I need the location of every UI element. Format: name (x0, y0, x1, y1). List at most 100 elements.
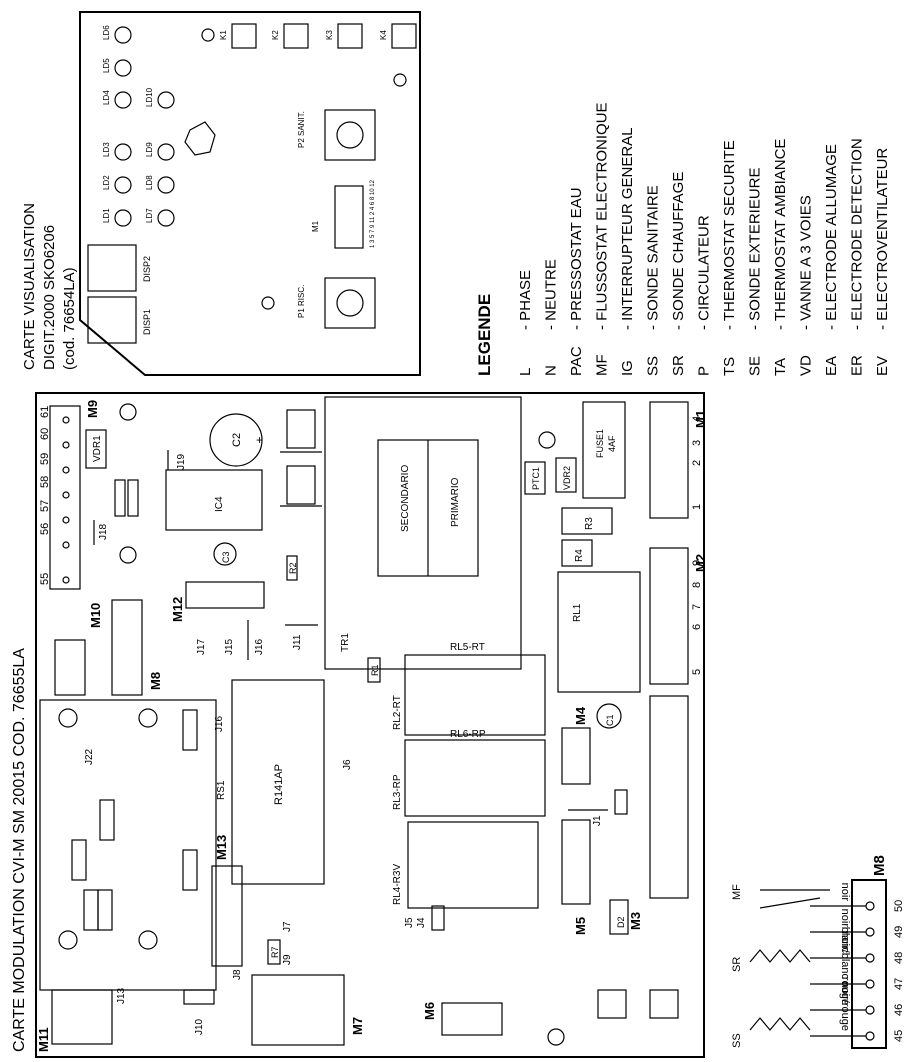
legend-description: - PHASE (517, 270, 534, 330)
vdr1 (85, 429, 107, 469)
legend-description: - ELECTROVENTILATEUR (874, 148, 891, 330)
j11-label: J11 (292, 634, 303, 650)
j7-label: J7 (282, 921, 293, 932)
r4-label: R4 (574, 549, 585, 562)
rl3-label: RL3-RP (392, 774, 403, 810)
rl5-relay (404, 654, 546, 736)
resistor (127, 479, 139, 517)
key-k3-button[interactable] (337, 23, 363, 49)
m2-pin-5: 5 (691, 669, 703, 675)
m8-pin-terminal (865, 901, 875, 911)
legend-description: - SONDE EXTERIEURE (747, 167, 764, 330)
m1-pin-1: 1 (691, 504, 703, 510)
j10-label: J10 (194, 1018, 205, 1035)
m8-pin-number: 47 (893, 978, 905, 990)
m3-connector (649, 695, 689, 899)
pot-risc-label: P1 RISC. (297, 285, 306, 318)
ld6-label: LD6 (102, 25, 111, 40)
m1-pin-4: 4 (691, 416, 703, 422)
m3-label: M3 (628, 912, 643, 930)
sub-board (39, 699, 217, 991)
mount-hole (119, 403, 137, 421)
legend-code: L (517, 368, 534, 376)
m13-connector (211, 865, 243, 967)
pot-risc-knob[interactable] (324, 277, 376, 329)
transformer-tr1 (324, 396, 522, 670)
ld10-label: LD10 (145, 87, 154, 107)
m12-connector (185, 581, 265, 609)
r2-resistor (286, 555, 298, 581)
sr-sensor-label: SR (731, 957, 743, 972)
legend-code: P (696, 366, 713, 376)
r7-resistor (267, 939, 281, 965)
modulation-board: CARTE MODULATION CVI-M SM 20015 COD. 766… (11, 392, 708, 1058)
m8-wire-color: rouge (839, 977, 851, 1005)
m9-connector (49, 405, 81, 590)
mount-hole (58, 930, 78, 950)
mount-hole (393, 73, 407, 87)
ld5-label: LD5 (102, 58, 111, 73)
disp2-label: DISP2 (142, 256, 152, 282)
ld3-label: LD3 (102, 142, 111, 157)
m8-pin-terminal (865, 927, 875, 937)
j9-label: J9 (282, 954, 293, 965)
r3-resistor (561, 507, 613, 535)
pot-sanit-knob[interactable] (324, 109, 376, 161)
key-k2-button[interactable] (283, 23, 309, 49)
display-m1-connector (334, 185, 364, 249)
m1-label: M1 (693, 410, 708, 428)
j8-label: J8 (232, 969, 243, 980)
m9-pin-61: 61 (39, 406, 51, 418)
j13-label: J13 (116, 987, 127, 1004)
display-m1-pins: 1 3 5 7 9 11 2 4 6 8 10 12 (370, 179, 376, 248)
c3-label: C3 (221, 551, 231, 563)
legend-code: ER (849, 355, 866, 376)
mount-hole (201, 28, 215, 42)
fuse-label: FUSE1 (595, 429, 605, 458)
resistor (182, 849, 198, 891)
legend-description: - NEUTRE (543, 259, 560, 330)
tr1-label: TR1 (340, 633, 351, 652)
c2-capacitor (209, 413, 263, 467)
c1-label: C1 (605, 714, 615, 726)
legend-code: TS (721, 357, 738, 376)
m10-label: M10 (88, 603, 103, 628)
key-k4-button[interactable] (391, 23, 417, 49)
m9-label: M9 (85, 400, 100, 418)
legend-code: VD (798, 355, 815, 376)
ld9-label: LD9 (145, 142, 154, 157)
disp1-display (87, 296, 137, 344)
mount-hole (138, 708, 158, 728)
svg-text:+: + (256, 433, 263, 447)
led-ld10 (157, 91, 175, 109)
visu-title-1: CARTE VISUALISATION (21, 203, 38, 370)
chip (649, 989, 679, 1019)
resistor (99, 799, 115, 841)
resistor (182, 709, 198, 751)
d2-diode (609, 899, 629, 935)
m1-pin-3: 3 (691, 440, 703, 446)
vdr2 (555, 457, 577, 493)
legend-code: MF (594, 354, 611, 376)
m4-label: M4 (573, 706, 588, 725)
legend-description: - ELECTRODE DETECTION (849, 138, 866, 330)
m8-wire-color: noir (839, 909, 851, 928)
mount-hole (138, 930, 158, 950)
m9-pin-57: 57 (39, 500, 51, 512)
rl6-relay (404, 739, 546, 817)
r1-resistor (431, 905, 445, 931)
legend-description: - SONDE SANITAIRE (645, 185, 662, 330)
ic4-label: IC4 (214, 496, 225, 512)
rl6-label: RL6-RP (450, 729, 486, 740)
j6-label: J6 (342, 759, 353, 770)
key-k1-button[interactable] (231, 23, 257, 49)
resistor (114, 479, 126, 517)
c1-capacitor (596, 703, 622, 729)
m9-pin-59: 59 (39, 453, 51, 465)
mount-hole (261, 296, 275, 310)
m8-pin-number: 45 (893, 1030, 905, 1042)
ptc1 (524, 461, 546, 495)
